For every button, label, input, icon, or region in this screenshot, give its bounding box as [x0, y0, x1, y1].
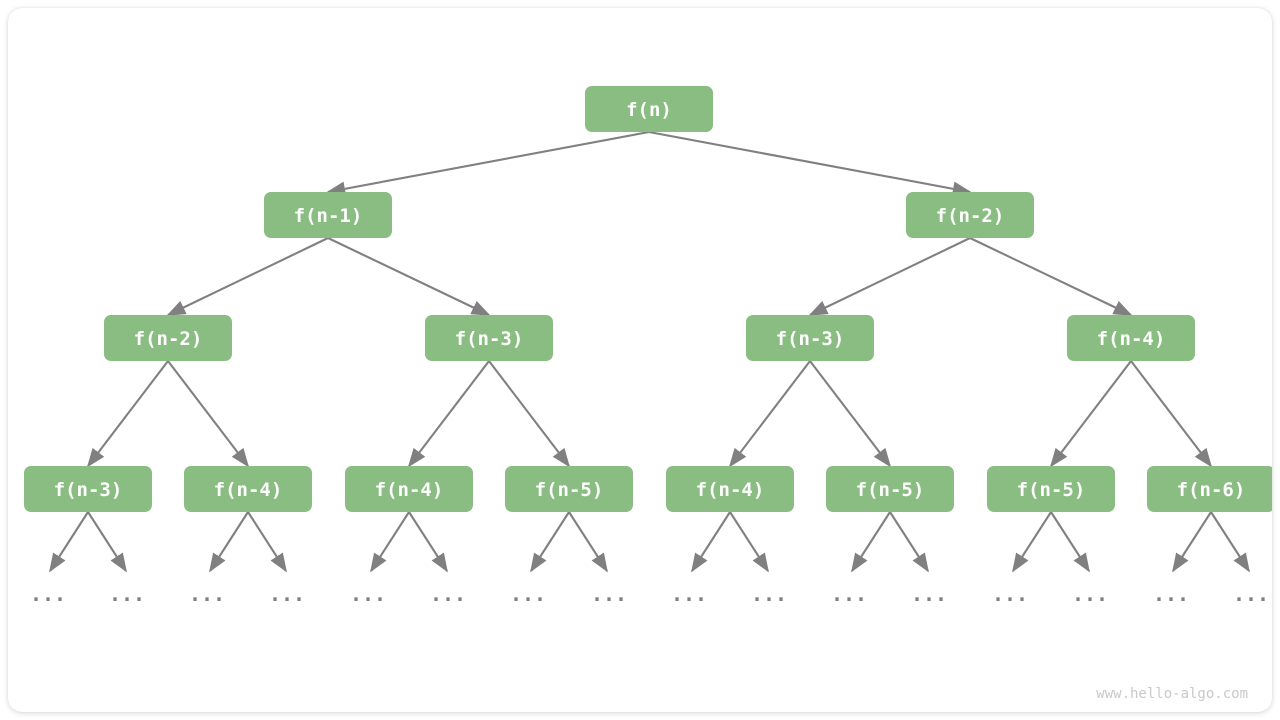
tree-edge — [488, 360, 571, 468]
tree-node-label: f(n-4) — [214, 479, 283, 501]
tree-edge — [889, 511, 929, 573]
tree-edge — [1172, 511, 1212, 573]
tree-edge — [408, 511, 448, 573]
tree-node-label: f(n-4) — [1097, 328, 1166, 350]
tree-node-label: f(n-3) — [776, 328, 845, 350]
tree-node[interactable]: f(n-2) — [906, 192, 1034, 238]
tree-node-label: f(n-4) — [696, 479, 765, 501]
tree-node-box — [666, 466, 794, 512]
ellipsis-marker: ... — [350, 582, 386, 606]
tree-edge — [167, 360, 250, 468]
ellipsis-marker: ... — [109, 582, 145, 606]
tree-node-box — [425, 315, 553, 361]
tree-edge — [247, 511, 287, 573]
ellipsis-marker: ... — [671, 582, 707, 606]
tree-edge — [729, 511, 769, 573]
recursion-tree-diagram: f(n) f(n-1) f(n-2) f(n-2) f(n-3) f(n-3) f(n-4)… — [24, 86, 1272, 702]
tree-node[interactable]: f(n-4) — [1067, 315, 1195, 361]
tree-node-box — [1147, 466, 1272, 512]
ellipsis-marker: ... — [831, 582, 867, 606]
tree-node[interactable]: f(n-4) — [345, 466, 473, 512]
diagram-card: f(n) f(n-1) f(n-2) f(n-2) f(n-3) f(n-3) f(n-4)… — [8, 8, 1272, 712]
tree-node-label: f(n-3) — [455, 328, 524, 350]
tree-nodes: f(n) f(n-1) f(n-2) f(n-2) f(n-3) f(n-3) f(n-4)… — [24, 86, 1272, 512]
ellipsis-marker: ... — [30, 582, 66, 606]
ellipsis-marker: ... — [1233, 582, 1269, 606]
tree-edge — [691, 511, 731, 573]
tree-node[interactable]: f(n-5) — [505, 466, 633, 512]
tree-node-label: f(n-1) — [294, 205, 363, 227]
tree-node-label: f(n-5) — [1017, 479, 1086, 501]
ellipsis-marker: ... — [189, 582, 225, 606]
tree-node[interactable]: f(n-3) — [746, 315, 874, 361]
tree-edge — [86, 360, 169, 468]
tree-node[interactable]: f(n) — [585, 86, 713, 132]
tree-edge — [87, 511, 127, 573]
tree-edge — [49, 511, 89, 573]
tree-node[interactable]: f(n-1) — [264, 192, 392, 238]
tree-node[interactable]: f(n-2) — [104, 315, 232, 361]
tree-node-box — [24, 466, 152, 512]
tree-edge — [851, 511, 891, 573]
tree-edge — [407, 360, 490, 468]
tree-edge — [530, 511, 570, 573]
tree-edge — [327, 237, 491, 316]
tree-edge — [1130, 360, 1213, 468]
tree-edge — [808, 237, 971, 316]
ellipsis-marker: ... — [911, 582, 947, 606]
tree-edge — [728, 360, 811, 468]
tree-node-label: f(n-3) — [54, 479, 123, 501]
ellipsis-marker: ... — [591, 582, 627, 606]
tree-edge — [969, 237, 1133, 316]
tree-node-box — [505, 466, 633, 512]
tree-node[interactable]: f(n-4) — [184, 466, 312, 512]
ellipsis-marker: ... — [1072, 582, 1108, 606]
tree-node-box — [585, 86, 713, 132]
tree-node-label: f(n-2) — [134, 328, 203, 350]
tree-node-label: f(n-5) — [856, 479, 925, 501]
tree-edge — [166, 237, 329, 316]
tree-edge — [809, 360, 892, 468]
tree-node-box — [104, 315, 232, 361]
tree-node-label: f(n-6) — [1177, 479, 1246, 501]
tree-node-box — [264, 192, 392, 238]
tree-node-label: f(n-2) — [936, 205, 1005, 227]
tree-node-box — [987, 466, 1115, 512]
tree-node-box — [345, 466, 473, 512]
tree-node[interactable]: f(n-3) — [425, 315, 553, 361]
tree-node-box — [184, 466, 312, 512]
tree-edge — [1210, 511, 1250, 573]
ellipsis-marker: ... — [510, 582, 546, 606]
ellipsis-row: ........................................… — [30, 582, 1269, 606]
tree-edge — [648, 130, 972, 197]
tree-node-box — [746, 315, 874, 361]
watermark: www.hello-algo.com — [1096, 686, 1248, 702]
tree-node[interactable]: f(n-3) — [24, 466, 152, 512]
ellipsis-marker: ... — [430, 582, 466, 606]
tree-edge — [1050, 511, 1090, 573]
tree-node-box — [1067, 315, 1195, 361]
tree-edge — [209, 511, 249, 573]
tree-edge — [568, 511, 608, 573]
ellipsis-marker: ... — [751, 582, 787, 606]
tree-node[interactable]: f(n-5) — [826, 466, 954, 512]
ellipsis-marker: ... — [1153, 582, 1189, 606]
tree-edge — [1049, 360, 1132, 468]
tree-node-label: f(n-5) — [535, 479, 604, 501]
tree-edge — [326, 130, 650, 197]
tree-node-box — [906, 192, 1034, 238]
tree-edge — [1012, 511, 1052, 573]
ellipsis-marker: ... — [269, 582, 305, 606]
tree-edge — [370, 511, 410, 573]
tree-node-label: f(n-4) — [375, 479, 444, 501]
tree-node-label: f(n) — [626, 99, 672, 121]
tree-node[interactable]: f(n-4) — [666, 466, 794, 512]
tree-node[interactable]: f(n-6) — [1147, 466, 1272, 512]
tree-edges — [49, 130, 1250, 573]
tree-node-box — [826, 466, 954, 512]
ellipsis-marker: ... — [992, 582, 1028, 606]
tree-node[interactable]: f(n-5) — [987, 466, 1115, 512]
